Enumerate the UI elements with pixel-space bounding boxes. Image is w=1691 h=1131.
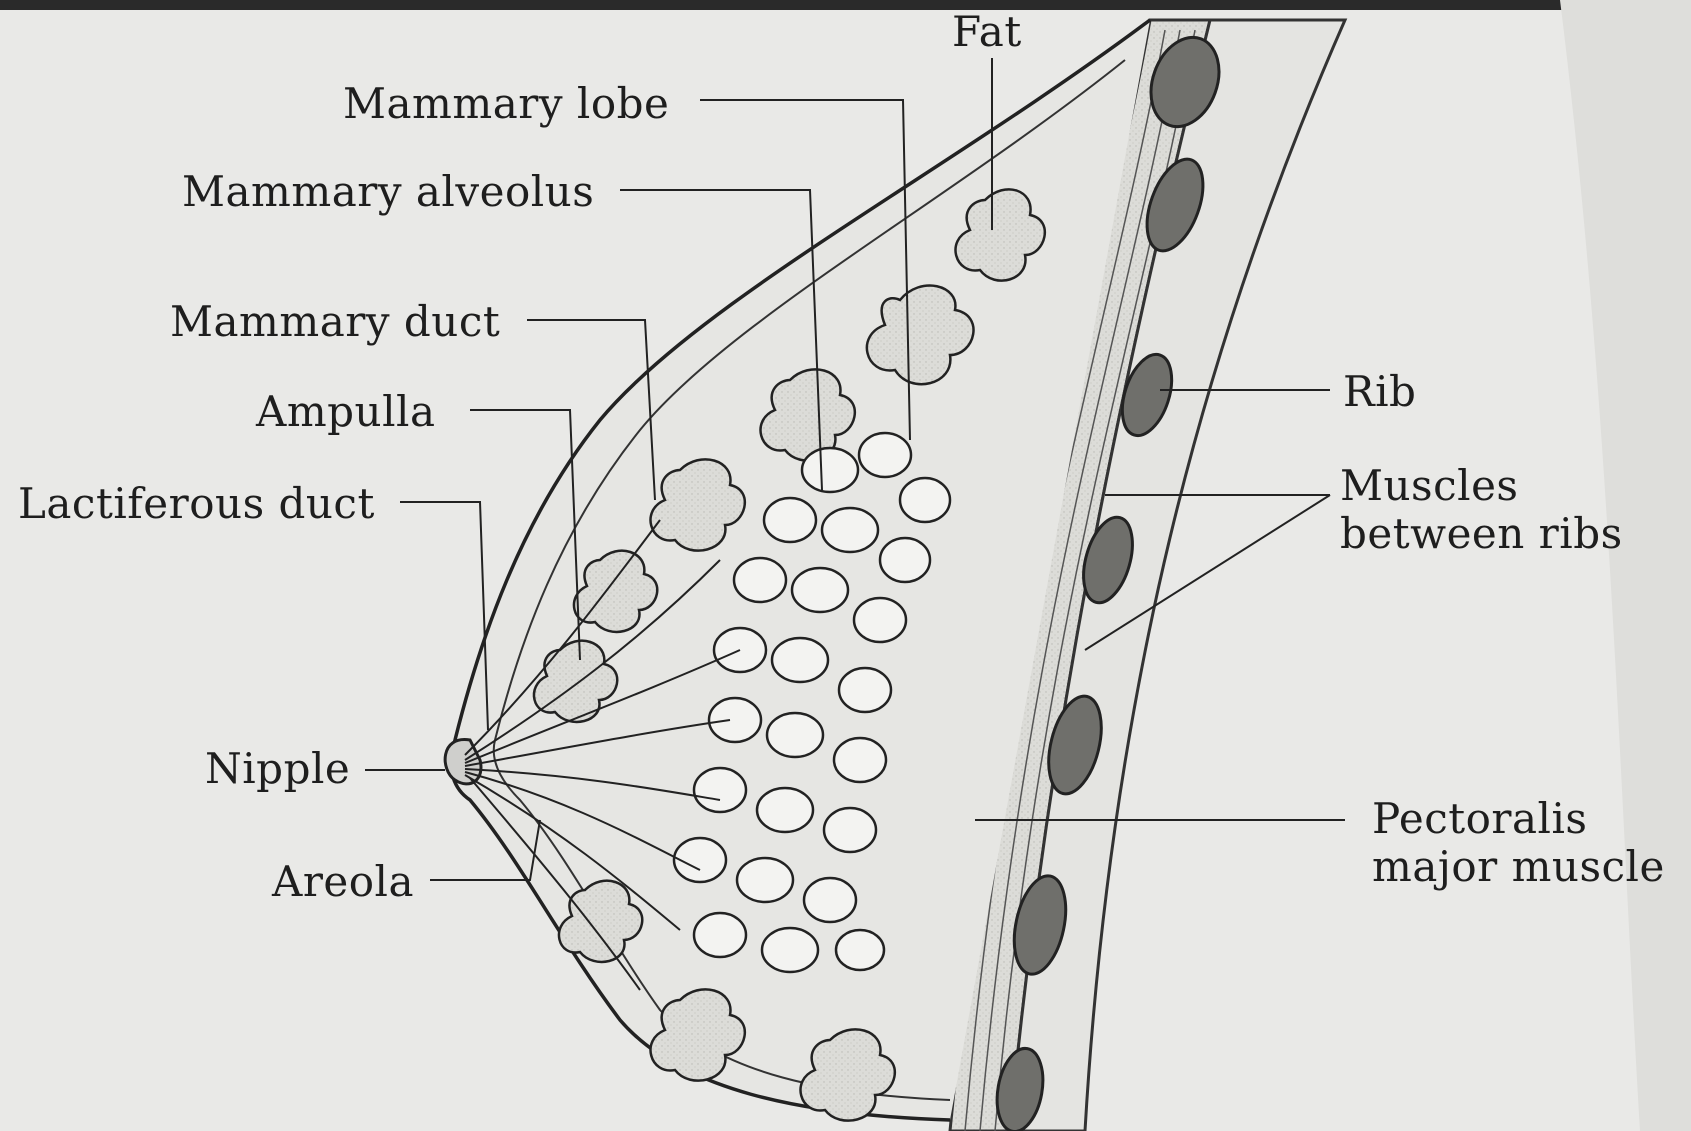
label-pectoralis-major-muscle: Pectoralis major muscle [1372,795,1665,892]
label-ampulla: Ampulla [256,388,436,436]
label-mammary-alveolus: Mammary alveolus [182,168,594,216]
label-nipple: Nipple [205,745,350,793]
page-top-edge [0,0,1691,10]
page-gutter-shade [1560,0,1691,1131]
label-mammary-lobe: Mammary lobe [343,80,669,128]
label-mammary-duct: Mammary duct [170,298,500,346]
label-rib: Rib [1343,368,1416,416]
label-muscles-line1: Muscles [1340,462,1623,510]
label-pectoralis-line2: major muscle [1372,843,1665,891]
label-pectoralis-line1: Pectoralis [1372,795,1665,843]
label-fat: Fat [952,8,1022,56]
label-areola: Areola [272,858,414,906]
label-muscles-between-ribs: Muscles between ribs [1340,462,1623,559]
label-lactiferous-duct: Lactiferous duct [18,480,375,528]
label-muscles-line2: between ribs [1340,510,1623,558]
